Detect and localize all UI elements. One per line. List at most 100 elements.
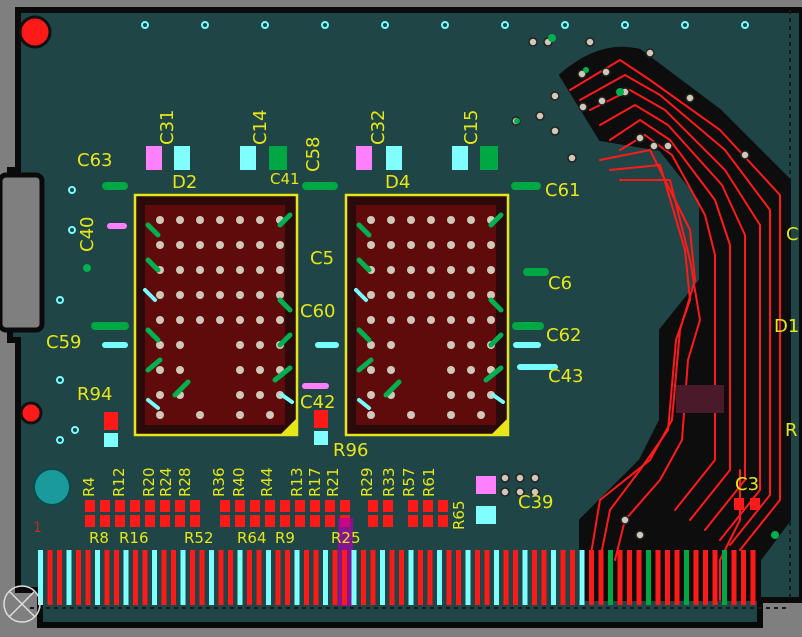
connector-finger: [532, 550, 537, 605]
connector-finger: [38, 550, 43, 605]
connector-finger: [446, 550, 452, 605]
connector-finger: [313, 550, 319, 605]
mounting-hole: [18, 15, 52, 49]
connector-finger: [598, 550, 604, 605]
connector-finger: [665, 550, 670, 605]
label-c58: C58: [303, 136, 324, 172]
connector-finger: [161, 550, 167, 605]
label-c41: C41: [270, 170, 300, 188]
connector-finger: [617, 550, 623, 605]
connector-finger: [114, 550, 119, 605]
label-resistor-row: R64: [237, 529, 267, 547]
label-resistor-row: R8: [89, 529, 109, 547]
connector-finger: [674, 550, 680, 605]
label-resistor-row: R16: [119, 529, 149, 547]
connector-finger: [85, 550, 91, 605]
mounting-hole: [19, 401, 43, 425]
connector-finger: [579, 550, 585, 605]
connector-finger: [123, 550, 129, 605]
connector-finger: [133, 550, 138, 605]
connector-finger: [190, 550, 195, 605]
connector-finger: [541, 550, 547, 605]
bga-d4: [344, 193, 510, 437]
label-resistor-col: R65: [450, 500, 468, 530]
label-c39: C39: [518, 492, 554, 513]
connector-finger: [427, 550, 433, 605]
connector-finger: [370, 550, 376, 605]
label-c62: C62: [546, 325, 582, 346]
right-trace-bus: [559, 46, 791, 601]
connector-finger: [218, 550, 224, 605]
label-d1: D1: [774, 316, 800, 337]
label-r94: R94: [77, 384, 113, 405]
label-c42: C42: [300, 392, 336, 413]
connector-finger: [275, 550, 281, 605]
connector-finger: [703, 550, 708, 605]
connector-finger: [266, 550, 271, 605]
label-resistor-col: R40: [230, 467, 248, 497]
connector-finger: [152, 550, 157, 605]
label-c15: C15: [461, 109, 482, 145]
connector-finger: [684, 550, 689, 605]
label-c61: C61: [545, 180, 581, 201]
layer-marker: 1: [33, 520, 42, 536]
connector-finger: [636, 550, 642, 605]
connector-finger: [228, 550, 233, 605]
connector-finger: [294, 550, 300, 605]
resistor-array: [85, 498, 760, 606]
connector-finger: [57, 550, 62, 605]
label-c31: C31: [157, 109, 178, 145]
connector-finger: [285, 550, 290, 605]
connector-finger: [693, 550, 699, 605]
label-d4: D4: [385, 172, 411, 193]
connector-finger: [456, 550, 461, 605]
label-c40: C40: [77, 216, 98, 252]
connector-finger: [731, 550, 737, 605]
connector-finger: [722, 550, 727, 605]
connector-finger: [47, 550, 53, 605]
connector-finger: [712, 550, 718, 605]
label-resistor-col: R20: [140, 467, 158, 497]
label-c60: C60: [300, 301, 336, 322]
connector-finger: [465, 550, 471, 605]
fiducial: [33, 468, 71, 506]
label-c14: C14: [250, 109, 271, 145]
label-resistor-col: R24: [157, 467, 175, 497]
label-resistor-col: R17: [306, 467, 324, 497]
connector-finger: [389, 550, 395, 605]
label-c43: C43: [548, 366, 584, 387]
connector-finger: [237, 550, 243, 605]
connector-finger: [484, 550, 490, 605]
bga-d2: [133, 193, 299, 437]
label-resistor-col: R28: [176, 467, 194, 497]
edge-connector: [38, 550, 756, 605]
label-resistor-col: R13: [288, 467, 306, 497]
connector-finger: [494, 550, 499, 605]
connector-finger: [256, 550, 262, 605]
label-c3: C3: [735, 474, 760, 495]
label-c6: C6: [548, 273, 573, 294]
label-r-right: R: [785, 420, 798, 441]
connector-finger: [513, 550, 518, 605]
connector-finger: [304, 550, 309, 605]
top-via-row: [141, 21, 749, 29]
connector-finger: [522, 550, 528, 605]
label-resistor-col: R21: [324, 467, 342, 497]
side-pads: [91, 182, 558, 389]
label-c5: C5: [310, 248, 335, 269]
label-resistor-col: R12: [110, 467, 128, 497]
connector-finger: [437, 550, 442, 605]
connector-finger: [76, 550, 81, 605]
connector-finger: [551, 550, 556, 605]
connector-finger: [399, 550, 404, 605]
connector-finger: [180, 550, 186, 605]
connector-finger: [380, 550, 385, 605]
connector-finger: [199, 550, 205, 605]
connector-finger: [95, 550, 100, 605]
connector-finger: [750, 550, 756, 605]
connector-finger: [247, 550, 252, 605]
label-c-right: C: [786, 224, 799, 245]
crosshair-icon[interactable]: [3, 585, 41, 623]
connector-finger: [104, 550, 110, 605]
